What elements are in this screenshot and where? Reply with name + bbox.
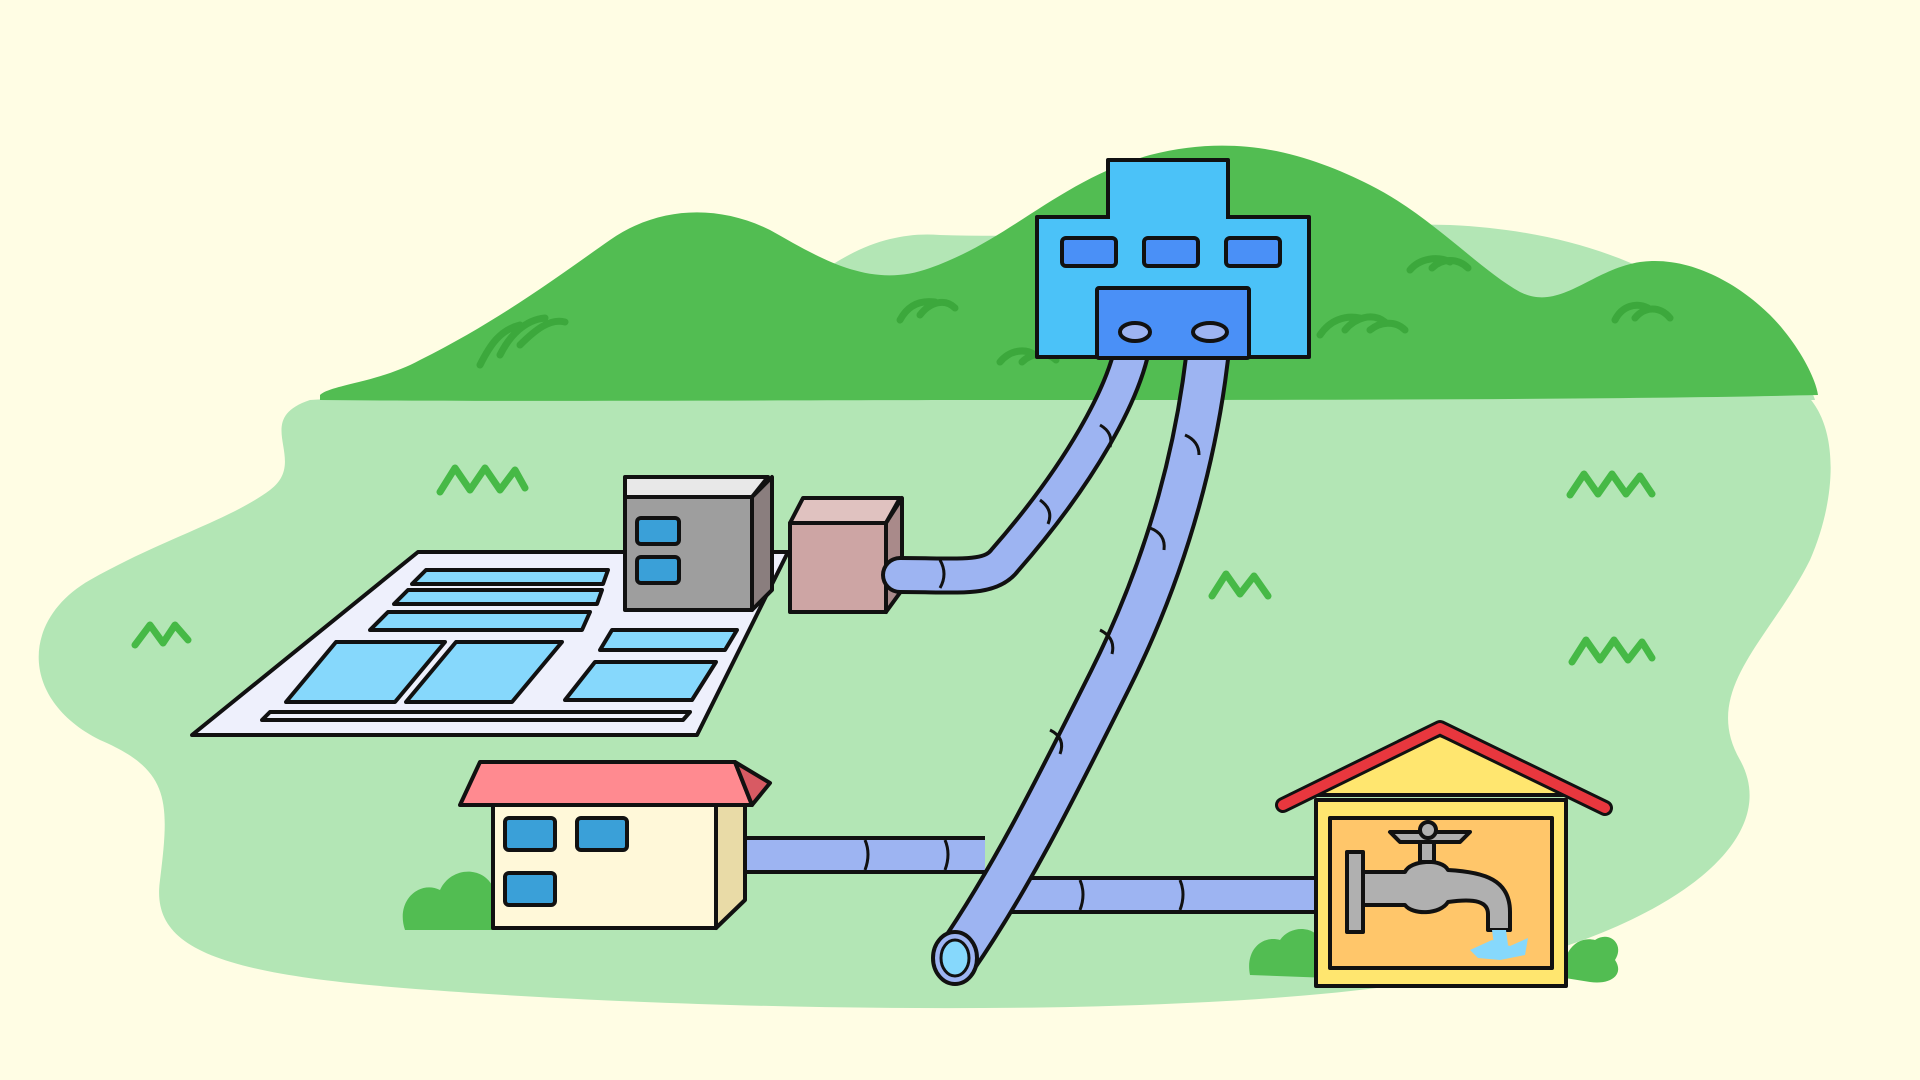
- dam-window-2: [1142, 236, 1200, 268]
- pool-small-right-1: [598, 628, 739, 652]
- dam-window-1: [1060, 236, 1118, 268]
- grass-icon: [1208, 570, 1272, 600]
- grass-icon: [1566, 470, 1656, 499]
- grass-icon: [1406, 255, 1472, 274]
- segment: [1099, 628, 1115, 655]
- water-stream: [1492, 930, 1508, 945]
- segment: [938, 559, 946, 589]
- segment: [1178, 879, 1185, 911]
- grass-icon: [131, 621, 192, 649]
- faucet-handle-knob: [1418, 820, 1438, 840]
- pump-station-icon: [788, 496, 904, 614]
- pool-row-1: [410, 568, 610, 586]
- pool-small-right-2: [563, 660, 718, 702]
- segment: [1184, 433, 1201, 456]
- pool-big-2: [404, 640, 564, 704]
- grass-icon: [896, 298, 959, 324]
- dam-window-3: [1224, 236, 1282, 268]
- segment: [863, 839, 870, 871]
- grass-icon: [436, 464, 529, 496]
- control-building: [623, 475, 774, 612]
- bush-right-b: [1564, 936, 1619, 983]
- dam-icon: [1035, 158, 1311, 360]
- dam-pipe-mouth-2: [1191, 321, 1229, 343]
- grass-tufts: [131, 464, 1656, 666]
- dam-pipe-mouth-1: [1118, 321, 1152, 343]
- tap-house-roof-color: [1278, 723, 1610, 813]
- faucet-wall-plate: [1345, 850, 1365, 934]
- pool-big-1: [284, 640, 447, 704]
- pool-row-3: [368, 610, 592, 632]
- pool-row-2: [392, 588, 604, 606]
- house-window-1: [503, 816, 557, 852]
- house-window-2: [575, 816, 629, 852]
- control-building-top: [623, 475, 770, 499]
- water-splash: [1470, 938, 1528, 960]
- house-window-3: [503, 871, 557, 907]
- segment: [1099, 423, 1113, 448]
- house-icon: [458, 760, 772, 930]
- pump-station-front: [788, 521, 888, 614]
- segment: [1049, 728, 1064, 755]
- segment: [1078, 879, 1085, 911]
- tap-house: [1275, 720, 1613, 988]
- pump-station-top: [788, 496, 902, 525]
- bush-left: [402, 871, 515, 930]
- segment: [1149, 526, 1166, 551]
- grass-icon: [476, 314, 569, 369]
- control-building-side: [750, 475, 774, 612]
- grass-icon: [1611, 301, 1674, 324]
- pool-row-bottom: [260, 710, 692, 722]
- faucet-icon: [1345, 820, 1528, 960]
- water-pipe-icon: [735, 307, 1320, 986]
- house-roof-side: [733, 760, 772, 807]
- grass-icon: [1568, 636, 1656, 666]
- pipe-main: [936, 311, 1229, 979]
- control-building-window-1: [635, 516, 681, 546]
- grass-icon: [1316, 313, 1409, 339]
- house-roof: [458, 760, 754, 807]
- dam-gate: [1095, 286, 1251, 360]
- pipe-dam-to-pump: [885, 315, 1150, 591]
- segment: [943, 839, 950, 871]
- dam-top-block-fill: [1110, 210, 1226, 222]
- faucet-body: [1361, 860, 1512, 932]
- pipe-segments: [863, 423, 1201, 911]
- control-building-window-2: [635, 555, 681, 585]
- pipe-open-end-water: [939, 938, 971, 978]
- segment: [1039, 498, 1052, 525]
- control-building-front: [623, 495, 754, 612]
